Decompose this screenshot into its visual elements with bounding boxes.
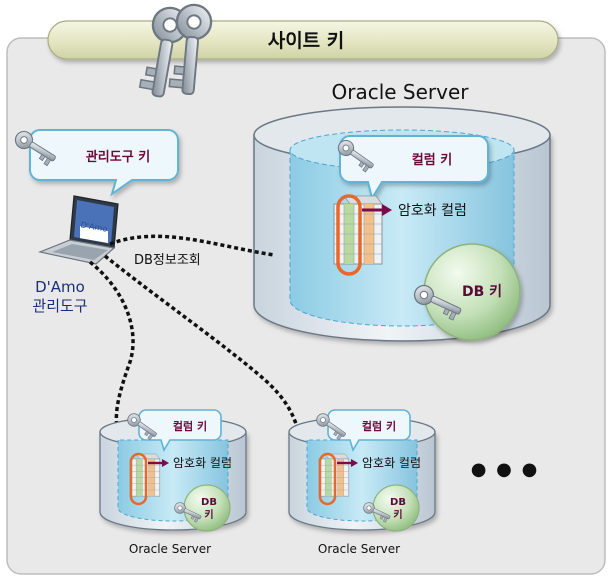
main-column-key-bubble: 컬럼 키 — [334, 135, 489, 201]
main-column-key-label: 컬럼 키 — [412, 153, 452, 168]
more-servers-indicator: ● ● ● — [471, 459, 540, 480]
small-server-1-encrypted-column-label: 암호화 컬럼 — [173, 456, 232, 470]
main-encrypted-column-label: 암호화 컬럼 — [398, 203, 467, 219]
small-oracle-server-1: 컬럼 키 암호화 컬럼 DB 키 Oracle Server — [99, 409, 247, 556]
small-server-1-column-key-label: 컬럼 키 — [173, 419, 207, 433]
small-server-1-db-key-line1: DB — [201, 497, 217, 508]
encrypted-column-highlight — [336, 194, 362, 276]
small-server-1-db-key-line2: 키 — [204, 508, 213, 521]
main-db-key-label: DB 키 — [462, 284, 502, 300]
title-banner: 사이트 키 — [47, 20, 559, 60]
small-server-2-db-key-line2: 키 — [393, 508, 402, 521]
admin-tool-name-line2: 관리도구 — [32, 297, 87, 315]
small-server-2-name: Oracle Server — [318, 542, 400, 556]
connection-small-server-2 — [103, 254, 300, 431]
small-server-2-column-key-label: 컬럼 키 — [362, 419, 396, 433]
admin-tool-name-line1: D'Amo — [35, 278, 85, 296]
admin-tool-key-label: 관리도구 키 — [86, 149, 150, 165]
small-oracle-server-2: 컬럼 키 암호화 컬럼 DB 키 Oracle Server — [288, 409, 436, 556]
page-title: 사이트 키 — [268, 30, 345, 52]
main-encrypted-table: 암호화 컬럼 — [333, 194, 467, 276]
small-server-2-encrypted-column-label: 암호화 컬럼 — [362, 456, 421, 470]
db-info-label: DB정보조회 — [134, 253, 201, 268]
main-server-name: Oracle Server — [331, 80, 469, 104]
small-server-1-name: Oracle Server — [129, 542, 211, 556]
small-server-2-db-key-line1: DB — [390, 497, 406, 508]
main-db-key: DB 키 — [410, 243, 521, 341]
connection-small-server-1 — [88, 260, 135, 437]
laptop-icon: D'Amo — [37, 195, 119, 265]
admin-tool-key-bubble: 관리도구 키 — [11, 127, 179, 197]
db-info-connections — [88, 234, 300, 437]
connection-main-server — [109, 234, 275, 257]
